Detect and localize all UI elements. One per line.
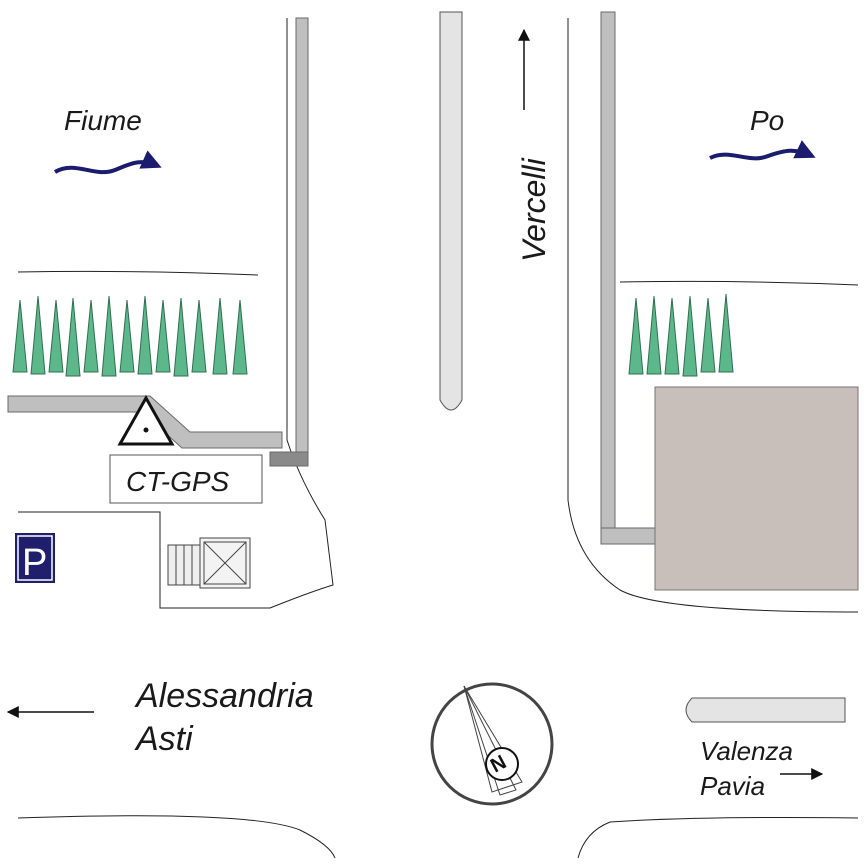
river-label-right: Po [750,105,784,136]
parking-letter: P [22,542,47,584]
river-flow-right-icon [709,140,816,161]
station-triangle-icon [117,394,175,446]
road-island-north [439,11,463,411]
station-label: CT-GPS [126,466,230,497]
road-label-west-1: Alessandria [134,677,314,715]
left-fence [269,17,309,467]
building [654,386,859,591]
road-island-east [685,697,846,723]
road-label-east-1: Valenza [700,736,793,766]
river-flow-left-icon [53,150,162,175]
right-fence [600,11,658,545]
station-label-box [109,454,263,504]
compass-rose-icon: N [430,682,554,806]
road-label-north: Vercelli [516,157,552,262]
walkway-path [7,395,283,449]
road-label-west-2: Asti [134,720,194,758]
small-building-icon [167,537,251,589]
tree-group-left [12,295,248,377]
river-label-left: Fiume [64,105,142,136]
parking-sign-icon: P [15,533,55,584]
tree-group-right [628,293,734,377]
road-label-east-2: Pavia [700,771,765,801]
